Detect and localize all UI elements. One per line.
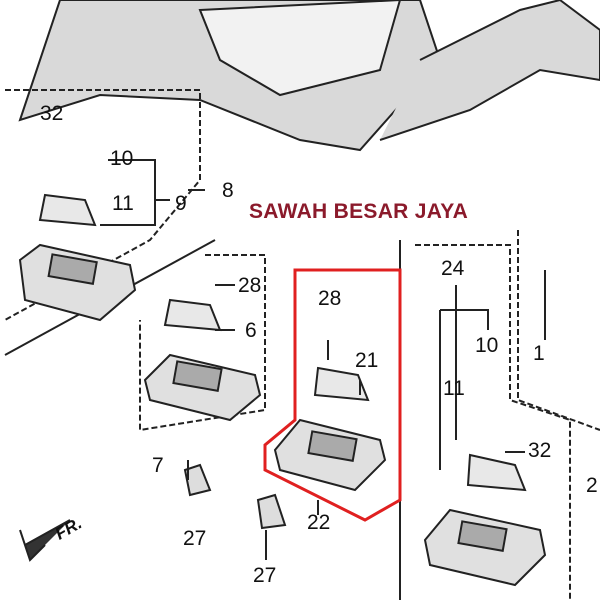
callout-10: 10 [110,147,134,170]
callout-22: 22 [307,511,331,534]
callout-8: 8 [222,179,234,202]
callout-27: 27 [253,564,277,587]
clip-27b [256,493,287,530]
vanity-mirror-highlighted [307,430,358,462]
group-box-middle [139,254,266,432]
sun-visor-left [18,243,137,322]
visor-holder-right [466,453,527,492]
group-box-right [415,244,571,600]
visor-holder-middle [163,298,222,332]
vanity-mirror-left [47,253,98,286]
callout-27: 27 [183,527,207,550]
visor-holder-left [38,193,97,227]
callout-32: 32 [528,439,552,462]
visor-holder-highlighted [313,366,370,402]
headliner-right-wing [379,0,600,141]
callout-10: 10 [475,334,499,357]
callout-1: 1 [533,342,545,365]
callout-32: 32 [40,102,64,125]
callout-11: 11 [112,192,134,215]
watermark-text: SAWAH BESAR JAYA [249,200,469,223]
callout-11: 11 [443,377,465,400]
sunroof-opening [198,0,402,97]
highlight-box [263,268,402,522]
vanity-mirror-middle [172,360,223,392]
callout-7: 7 [152,454,164,477]
callout-21: 21 [355,349,379,372]
callout-24: 24 [441,257,465,280]
callout-28: 28 [318,287,342,310]
callout-2: 2 [586,474,598,497]
callout-28: 28 [238,274,262,297]
callout-9: 9 [175,192,187,215]
vanity-mirror-right [457,520,508,552]
clip-27a [183,463,212,497]
callout-6: 6 [245,319,257,342]
